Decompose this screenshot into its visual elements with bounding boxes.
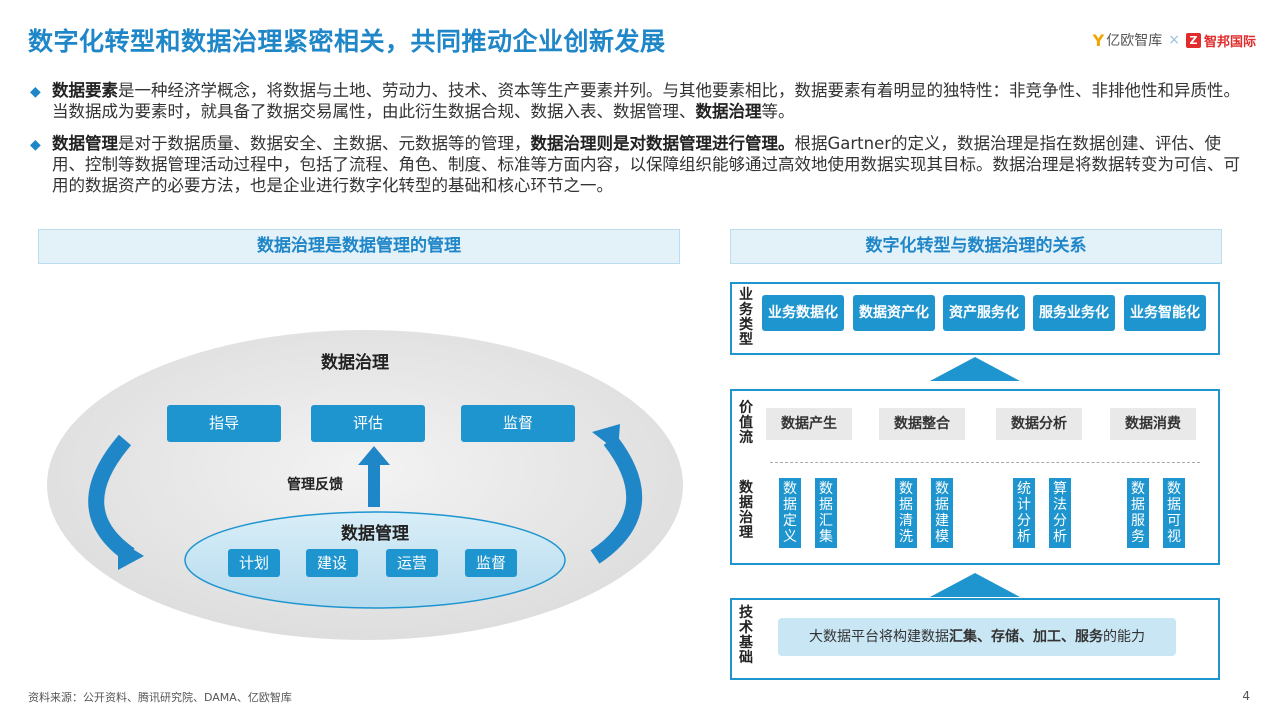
- left-section-header: 数据治理是数据管理的管理: [38, 229, 680, 264]
- bullet-text: 数据管理是对于数据质量、数据安全、主数据、元数据等的管理，数据治理则是对数据管理…: [52, 133, 1252, 196]
- source-note: 资料来源：公开资料、腾讯研究院、DAMA、亿欧智库: [28, 691, 292, 704]
- button-operate: 运营: [386, 549, 438, 577]
- governance-item: 数据建模: [931, 478, 953, 548]
- bullets.0.parts-part: 数据治理: [695, 102, 762, 121]
- inner-ellipse: [184, 511, 566, 609]
- right-cycle-arrow-icon: [590, 435, 643, 564]
- feedback-arrow-shaft: [368, 465, 380, 507]
- bullet-text: 数据要素是一种经济学概念，将数据与土地、劳动力、技术、资本等生产要素并列。与其他…: [52, 80, 1252, 122]
- right_section.tech_parts-part: 大数据平台将构建数据: [809, 629, 949, 645]
- bullets.0.parts-part: 数据要素: [52, 81, 118, 100]
- governance-item: 数据汇集: [815, 478, 837, 548]
- governance-item: 数据定义: [779, 478, 801, 548]
- bullets.1.parts-part: 数据管理: [52, 134, 118, 153]
- button-plan: 计划: [228, 549, 280, 577]
- feedback-label: 管理反馈: [287, 477, 343, 493]
- governance-item: 数据服务: [1127, 478, 1149, 548]
- zhibang-logo-icon: Z: [1185, 32, 1201, 48]
- bullets.0.parts-part: 等。: [761, 102, 795, 121]
- zhibang-logo-text: 智邦国际: [1203, 34, 1256, 50]
- button-supervise: 监督: [461, 405, 575, 442]
- page-title: 数字化转型和数据治理紧密相关，共同推动企业创新发展: [28, 27, 666, 56]
- governance-label: 数据治理: [739, 480, 753, 541]
- bullets.1.parts-part: 是对于数据质量、数据安全、主数据、元数据等的管理，: [118, 134, 531, 153]
- bullet-data-elements: ◆ 数据要素是一种经济学概念，将数据与土地、劳动力、技术、资本等生产要素并列。与…: [30, 80, 1252, 122]
- business-type-label: 业务类型: [739, 287, 753, 348]
- right_section.tech_parts-part: 的能力: [1103, 629, 1145, 645]
- governance-item: 算法分析: [1049, 478, 1071, 548]
- value-stream-label: 价值流: [739, 400, 753, 446]
- business-item: 业务智能化: [1124, 295, 1206, 331]
- right_section.tech_parts-part: 汇集、存储、加工、服务: [949, 629, 1103, 645]
- outer-title: 数据治理: [321, 353, 389, 373]
- value-item: 数据分析: [996, 408, 1082, 440]
- up-triangle-icon: [930, 357, 1020, 381]
- governance-item: 数据可视: [1163, 478, 1185, 548]
- value-item: 数据产生: [766, 408, 852, 440]
- dashed-divider: [770, 462, 1200, 463]
- yiou-logo-text: 亿欧智库: [1106, 33, 1163, 49]
- bullet-data-management: ◆ 数据管理是对于数据质量、数据安全、主数据、元数据等的管理，数据治理则是对数据…: [30, 133, 1252, 196]
- feedback-arrow-icon: [358, 446, 390, 465]
- button-build: 建设: [306, 549, 358, 577]
- value-item: 数据消费: [1110, 408, 1196, 440]
- right-section-header: 数字化转型与数据治理的关系: [730, 229, 1222, 264]
- right-arrow-head-icon: [592, 424, 620, 452]
- governance-item: 数据清洗: [895, 478, 917, 548]
- tech-base-label: 技术基础: [739, 605, 753, 666]
- bullets.0.parts-part: 是一种经济学概念，将数据与土地、劳动力、技术、资本等生产要素并列。与其他要素相比…: [52, 81, 1240, 121]
- button-guide: 指导: [167, 405, 281, 442]
- up-triangle-icon: [930, 573, 1020, 597]
- business-item: 服务业务化: [1033, 295, 1115, 331]
- business-item: 数据资产化: [853, 295, 935, 331]
- tech-base-text: 大数据平台将构建数据汇集、存储、加工、服务的能力: [778, 618, 1176, 656]
- left-cycle-arrow-icon: [88, 434, 135, 562]
- diamond-bullet-icon: ◆: [30, 137, 41, 153]
- bullets.1.parts-part: 根据Gartner的定义，数据治理是指在数据创建、评估、使用、控制等数据管理活动…: [52, 134, 1240, 195]
- governance-item: 统计分析: [1013, 478, 1035, 548]
- yiou-logo-icon: Y: [1092, 30, 1105, 50]
- button-monitor: 监督: [465, 549, 517, 577]
- page-number: 4: [1242, 689, 1250, 703]
- value-item: 数据整合: [879, 408, 965, 440]
- cross-icon: ×: [1168, 32, 1180, 48]
- business-item: 业务数据化: [762, 295, 844, 331]
- inner-title: 数据管理: [341, 524, 409, 544]
- bullets.1.parts-part: 数据治理则是对数据管理进行管理。: [530, 134, 795, 153]
- business-item: 资产服务化: [943, 295, 1025, 331]
- button-evaluate: 评估: [311, 405, 425, 442]
- diamond-bullet-icon: ◆: [30, 84, 41, 100]
- left-arrow-head-icon: [118, 540, 144, 570]
